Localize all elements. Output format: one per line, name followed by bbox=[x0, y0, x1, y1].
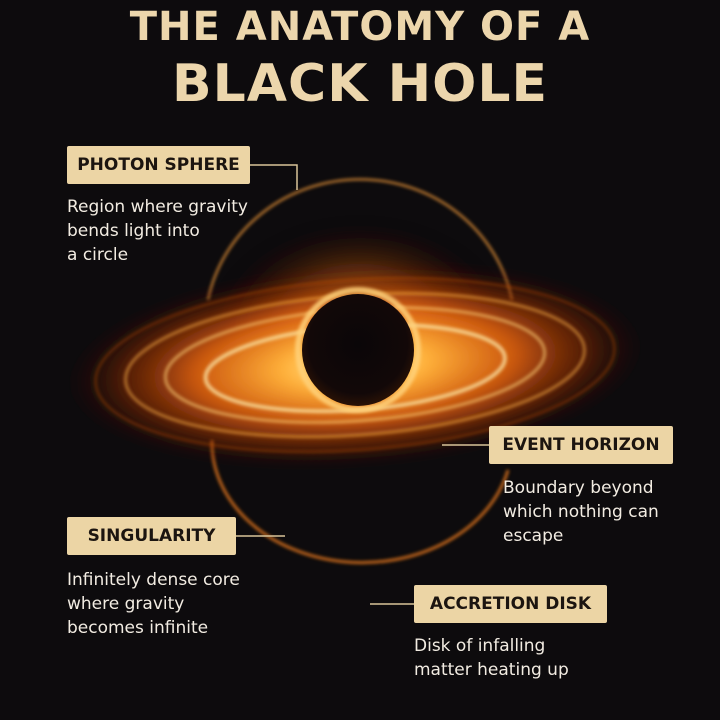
event-horizon-shape bbox=[295, 287, 421, 413]
photon-sphere-label: PHOTON SPHERE bbox=[67, 146, 250, 184]
singularity-core bbox=[302, 294, 414, 406]
accretion-disk-description: Disk of infalling matter heating up bbox=[414, 636, 569, 680]
singularity-label: SINGULARITY bbox=[67, 517, 236, 555]
event-horizon-description: Boundary beyond which nothing can escape bbox=[503, 478, 659, 546]
title-line-1: THE ANATOMY OF A bbox=[129, 4, 591, 50]
singularity-description: Infinitely dense core where gravity beco… bbox=[67, 570, 240, 638]
photon-sphere-ring bbox=[206, 178, 514, 565]
photon-sphere-description: Region where gravity bends light into a … bbox=[67, 197, 248, 265]
photon-sphere-leader bbox=[250, 164, 298, 190]
title-line-2: BLACK HOLE bbox=[172, 54, 548, 114]
accretion-disk-label: ACCRETION DISK bbox=[414, 585, 607, 623]
event-horizon-label: EVENT HORIZON bbox=[489, 426, 673, 464]
